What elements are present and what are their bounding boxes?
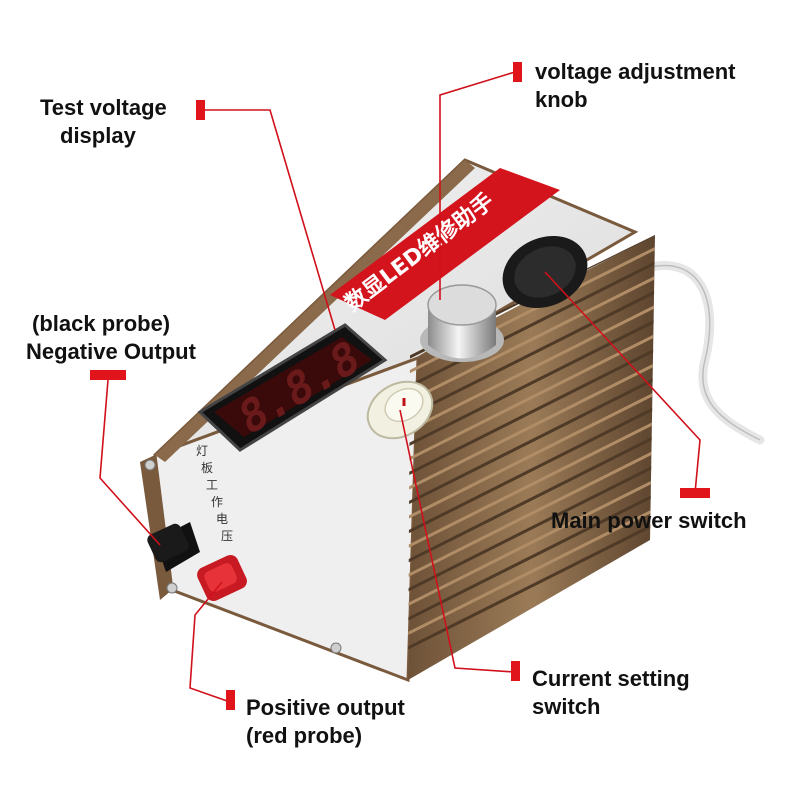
label-current-setting-switch: Current setting switch [532, 666, 690, 719]
positive-output-post [197, 555, 247, 601]
label-voltage-adjustment-knob: voltage adjustment knob [535, 59, 736, 112]
marker-positive-output [226, 690, 235, 710]
marker-main-power [680, 488, 710, 498]
panel-vertical-text: 灯板工作电压 [196, 444, 233, 543]
power-cable [635, 261, 765, 445]
negative-output-post [147, 522, 200, 572]
label-negative-output: (black probe) Negative Output [26, 311, 196, 364]
marker-current-setting [511, 661, 520, 681]
label-test-voltage-display: Test voltage display [40, 95, 167, 148]
marker-negative-output [90, 370, 126, 380]
leader-lines [99, 71, 701, 703]
marker-voltage-knob [513, 62, 522, 82]
banner [330, 168, 560, 320]
marker-test-voltage [196, 100, 205, 120]
label-positive-output: Positive output (red probe) [246, 695, 405, 748]
label-main-power-switch: Main power switch [551, 508, 747, 533]
